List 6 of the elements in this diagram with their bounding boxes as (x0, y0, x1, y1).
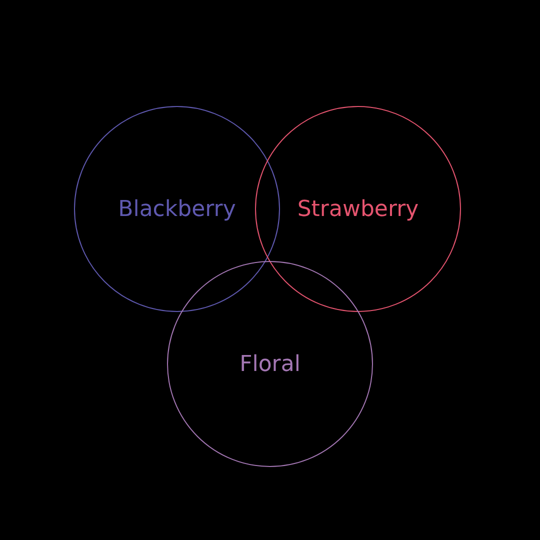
circle-label: Strawberry (297, 196, 419, 222)
venn-circle (167, 261, 373, 467)
venn-circle (74, 106, 280, 312)
circle-label: Blackberry (118, 196, 236, 222)
venn-circle (255, 106, 461, 312)
circle-label: Floral (240, 352, 300, 376)
